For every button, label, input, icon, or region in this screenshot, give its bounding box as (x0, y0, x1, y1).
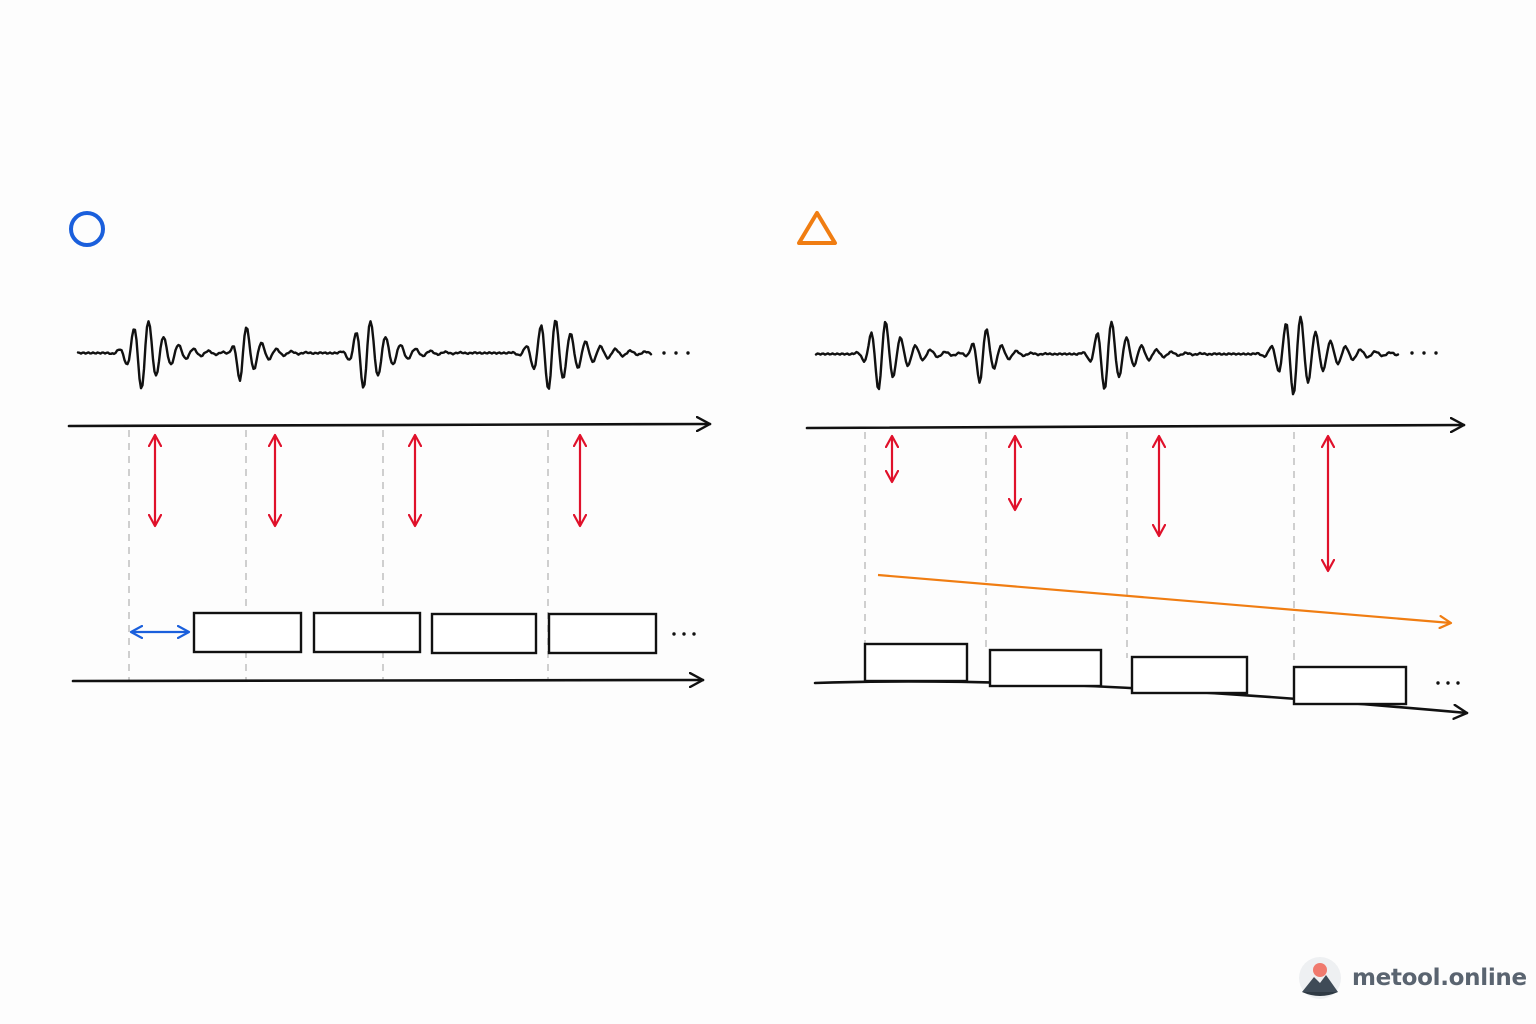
left-delay-arrows (155, 435, 580, 526)
right-frame-box (1292, 665, 1408, 706)
right-boxes-ellipsis (1436, 681, 1460, 685)
triangle-icon (797, 211, 837, 245)
left-frame-box (547, 612, 658, 655)
left-frame-box (430, 612, 538, 655)
watermark: metool.online (1298, 956, 1527, 1000)
left-panel (67, 211, 712, 681)
right-panel (797, 211, 1469, 713)
right-frame-boxes (863, 642, 1408, 706)
left-frame-boxes (192, 611, 658, 655)
left-frame-box (312, 611, 422, 654)
right-upper-time-axis (805, 425, 1466, 428)
right-frame-box (1130, 655, 1249, 695)
left-frame-box (192, 611, 303, 654)
left-waveform-ellipsis (662, 351, 690, 355)
right-frame-box (863, 642, 969, 683)
left-boxes-ellipsis (672, 632, 696, 636)
right-delay-arrows (892, 436, 1328, 571)
right-signal-waveform (814, 315, 1400, 396)
left-lower-time-axis (71, 680, 705, 681)
watermark-text: metool.online (1352, 965, 1527, 991)
right-frame-box (988, 648, 1103, 688)
right-guide-lines (864, 432, 1295, 668)
right-waveform-ellipsis (1410, 351, 1438, 355)
circle-icon (69, 211, 105, 247)
left-signal-waveform (76, 319, 653, 390)
right-drift-arrow (877, 573, 1451, 623)
left-upper-time-axis (67, 424, 712, 426)
mountain-sun-logo-icon (1299, 957, 1341, 999)
